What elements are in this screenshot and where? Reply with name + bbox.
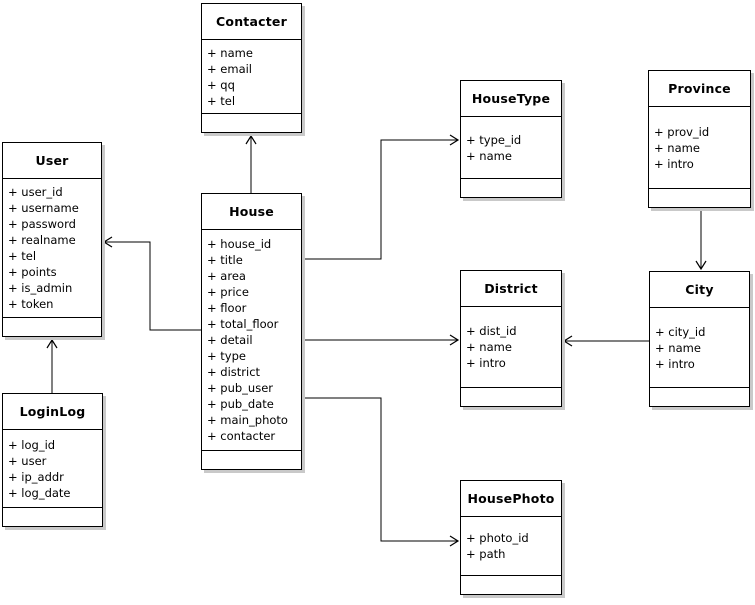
attributes-compartment: + prov_id + name + intro (649, 107, 750, 189)
class-attribute: + intro (655, 356, 695, 371)
class-attribute: + area (207, 269, 246, 283)
class-title: HouseType (461, 81, 561, 117)
class-attribute: + name (466, 148, 512, 163)
class-attribute: + pub_user (207, 381, 274, 395)
class-attribute: + photo_id (466, 531, 529, 545)
class-attribute: + main_photo (207, 413, 288, 427)
class-box-housetype[interactable]: HouseType + type_id + name (460, 80, 562, 198)
class-box-province[interactable]: Province + prov_id + name + intro (648, 70, 751, 208)
attributes-compartment: + photo_id + path (461, 517, 561, 576)
class-attribute: + path (466, 547, 506, 561)
class-attribute: + password (8, 217, 76, 231)
class-title: District (461, 271, 561, 307)
class-attribute: + intro (466, 356, 506, 370)
class-title: Province (649, 71, 750, 107)
class-title: User (3, 143, 101, 179)
class-attribute: + user (8, 453, 47, 468)
class-title: City (650, 272, 749, 308)
methods-compartment (649, 189, 750, 207)
class-attribute: + realname (8, 233, 76, 247)
class-box-district[interactable]: District + dist_id + name + intro (460, 270, 562, 407)
class-attribute: + tel (207, 93, 236, 108)
class-attribute: + contacter (207, 429, 276, 443)
class-box-housephoto[interactable]: HousePhoto + photo_id + path (460, 480, 562, 595)
class-attribute: + name (654, 140, 700, 155)
class-attribute: + tel (8, 249, 37, 263)
class-title: LoginLog (3, 394, 102, 430)
class-attribute: + username (8, 201, 79, 215)
class-box-loginlog[interactable]: LoginLog + log_id + user + ip_addr + log… (2, 393, 103, 527)
methods-compartment (461, 576, 561, 594)
class-attribute: + price (207, 285, 249, 299)
class-attribute: + user_id (8, 185, 63, 199)
methods-compartment (202, 451, 301, 469)
class-box-contacter[interactable]: Contacter + name + email + qq + tel (201, 3, 302, 133)
relation-house-housetype (302, 134, 460, 260)
class-box-city[interactable]: City + city_id + name + intro (649, 271, 750, 407)
attributes-compartment: + city_id + name + intro (650, 308, 749, 388)
class-attribute: + floor (207, 301, 247, 315)
class-attribute: + prov_id (654, 124, 710, 139)
class-attribute: + title (207, 253, 243, 267)
class-attribute: + detail (207, 333, 253, 347)
class-attribute: + name (466, 340, 512, 354)
class-attribute: + points (8, 265, 57, 279)
class-attribute: + intro (654, 156, 694, 171)
class-attribute: + name (207, 45, 253, 60)
class-attribute: + is_admin (8, 281, 73, 295)
class-attribute: + house_id (207, 237, 272, 251)
class-attribute: + name (655, 340, 701, 355)
methods-compartment (202, 114, 301, 132)
class-attribute: + district (207, 365, 261, 379)
class-attribute: + pub_date (207, 397, 274, 411)
methods-compartment (461, 388, 561, 406)
class-attribute: + email (207, 61, 253, 76)
methods-compartment (461, 179, 561, 197)
class-attribute: + city_id (655, 324, 706, 339)
attributes-compartment: + user_id + username + password + realna… (3, 179, 101, 318)
class-attribute: + log_id (8, 437, 56, 452)
methods-compartment (3, 318, 101, 336)
class-attribute: + type_id (466, 132, 522, 147)
methods-compartment (650, 388, 749, 406)
class-attribute: + total_floor (207, 317, 279, 331)
class-title: House (202, 194, 301, 230)
class-box-user[interactable]: User + user_id + username + password + r… (2, 142, 102, 337)
attributes-compartment: + log_id + user + ip_addr + log_date (3, 430, 102, 508)
class-title: Contacter (202, 4, 301, 40)
class-attribute: + qq (207, 77, 235, 92)
relation-house-user (102, 236, 201, 331)
class-attribute: + ip_addr (8, 469, 64, 484)
class-attribute: + token (8, 297, 54, 311)
attributes-compartment: + type_id + name (461, 117, 561, 179)
class-attribute: + type (207, 349, 246, 363)
class-box-house[interactable]: House + house_id + title + area + price … (201, 193, 302, 470)
attributes-compartment: + name + email + qq + tel (202, 40, 301, 114)
relation-house-housephoto (302, 397, 460, 547)
attributes-compartment: + house_id + title + area + price + floo… (202, 230, 301, 451)
attributes-compartment: + dist_id + name + intro (461, 307, 561, 388)
methods-compartment (3, 508, 102, 526)
class-attribute: + dist_id (466, 324, 517, 338)
class-attribute: + log_date (8, 485, 71, 500)
class-title: HousePhoto (461, 481, 561, 517)
